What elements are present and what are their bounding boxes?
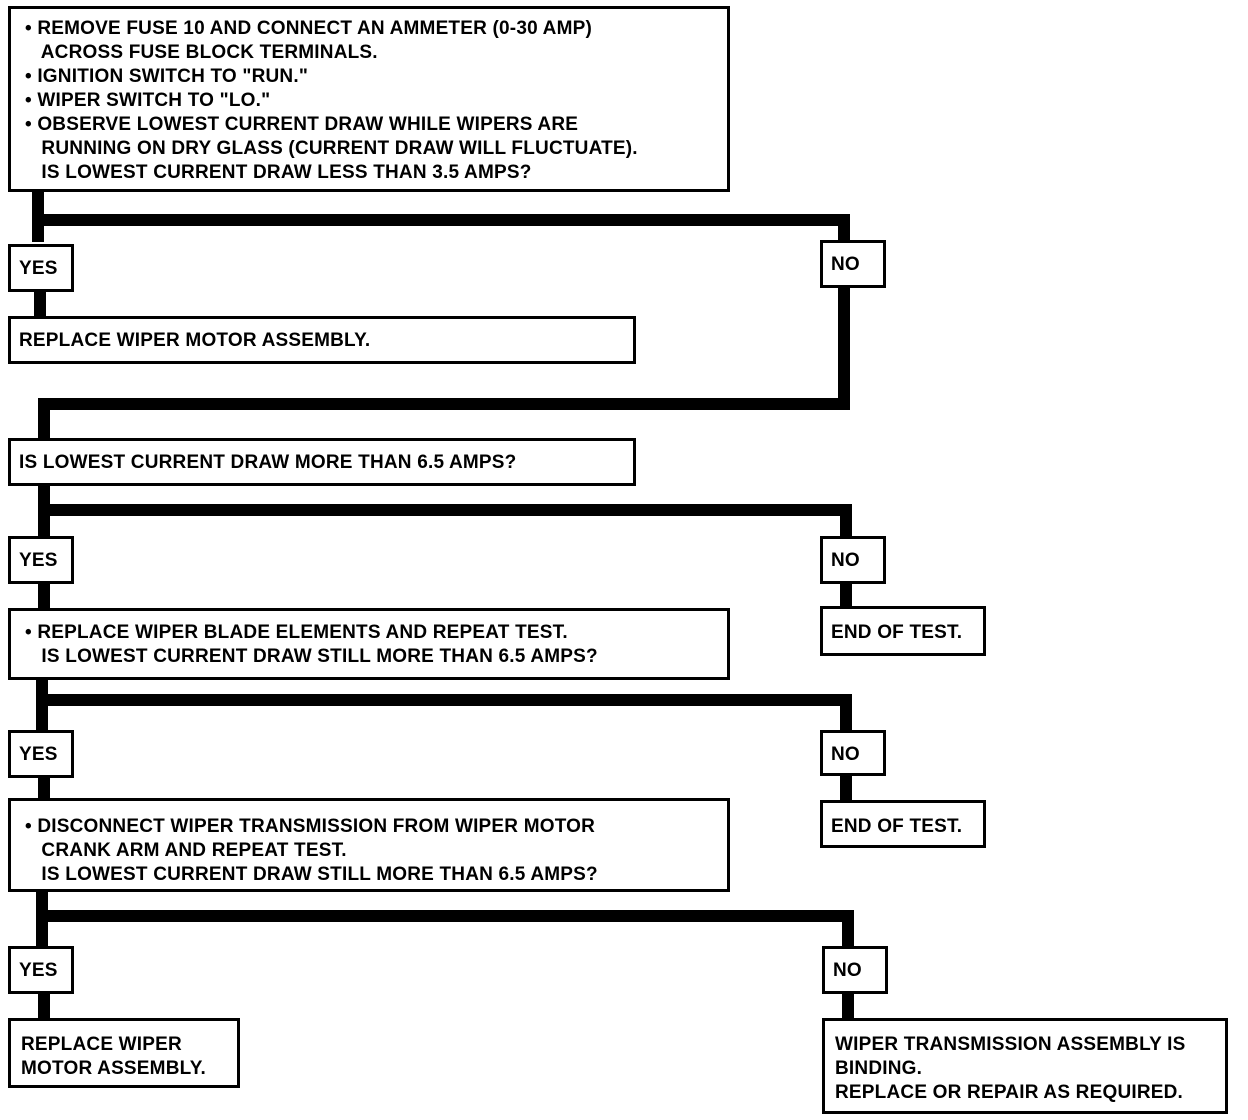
step1-line: RUNNING ON DRY GLASS (CURRENT DRAW WILL … <box>25 138 638 159</box>
step4-no-result-line: REPLACE OR REPAIR AS REQUIRED. <box>835 1082 1184 1103</box>
step3-question-box: • REPLACE WIPER BLADE ELEMENTS AND REPEA… <box>8 608 730 680</box>
step2-no-label: NO <box>820 536 886 584</box>
connector <box>842 910 854 948</box>
connector <box>840 694 852 732</box>
step4-no-result: WIPER TRANSMISSION ASSEMBLY IS BINDING. … <box>822 1018 1228 1114</box>
step1-line: IS LOWEST CURRENT DRAW LESS THAN 3.5 AMP… <box>25 162 532 183</box>
step3-yes-label: YES <box>8 730 74 778</box>
connector <box>838 214 850 242</box>
step1-yes-result: REPLACE WIPER MOTOR ASSEMBLY. <box>8 316 636 364</box>
connector <box>38 504 852 516</box>
step4-line: • DISCONNECT WIPER TRANSMISSION FROM WIP… <box>25 816 596 837</box>
connector <box>842 992 854 1020</box>
step3-no-label: NO <box>820 730 886 776</box>
step1-line: • WIPER SWITCH TO "LO." <box>25 90 271 111</box>
step4-no-result-line: WIPER TRANSMISSION ASSEMBLY IS <box>835 1034 1186 1055</box>
step4-yes-result-line: MOTOR ASSEMBLY. <box>21 1058 206 1079</box>
step3-line: • REPLACE WIPER BLADE ELEMENTS AND REPEA… <box>25 622 568 643</box>
step1-no-label: NO <box>820 240 886 288</box>
step4-no-result-line: BINDING. <box>835 1058 923 1079</box>
connector <box>34 290 46 318</box>
step4-yes-result: REPLACE WIPER MOTOR ASSEMBLY. <box>8 1018 240 1088</box>
step4-no-label: NO <box>822 946 888 994</box>
connector <box>38 398 850 410</box>
step2-yes-label: YES <box>8 536 74 584</box>
step4-yes-result-line: REPLACE WIPER <box>21 1034 182 1055</box>
step1-line: • OBSERVE LOWEST CURRENT DRAW WHILE WIPE… <box>25 114 579 135</box>
step1-line: ACROSS FUSE BLOCK TERMINALS. <box>25 42 378 63</box>
step2-question-box: IS LOWEST CURRENT DRAW MORE THAN 6.5 AMP… <box>8 438 636 486</box>
connector <box>838 288 850 408</box>
connector <box>840 582 852 608</box>
connector <box>840 504 852 538</box>
connector <box>840 774 852 802</box>
step3-line: IS LOWEST CURRENT DRAW STILL MORE THAN 6… <box>25 646 598 667</box>
connector <box>38 776 50 802</box>
step1-yes-label: YES <box>8 244 74 292</box>
connector <box>38 992 50 1020</box>
step1-line: • REMOVE FUSE 10 AND CONNECT AN AMMETER … <box>25 18 592 39</box>
step4-line: CRANK ARM AND REPEAT TEST. <box>25 840 347 861</box>
connector <box>38 584 50 612</box>
connector <box>36 694 852 706</box>
step4-yes-label: YES <box>8 946 74 994</box>
step3-no-result: END OF TEST. <box>820 800 986 848</box>
connector <box>32 214 850 226</box>
step2-no-result: END OF TEST. <box>820 606 986 656</box>
step4-line: IS LOWEST CURRENT DRAW STILL MORE THAN 6… <box>25 864 598 885</box>
step1-question-box: • REMOVE FUSE 10 AND CONNECT AN AMMETER … <box>8 6 730 192</box>
step1-line: • IGNITION SWITCH TO "RUN." <box>25 66 309 87</box>
connector <box>38 398 50 440</box>
connector <box>36 910 854 922</box>
step4-question-box: • DISCONNECT WIPER TRANSMISSION FROM WIP… <box>8 798 730 892</box>
